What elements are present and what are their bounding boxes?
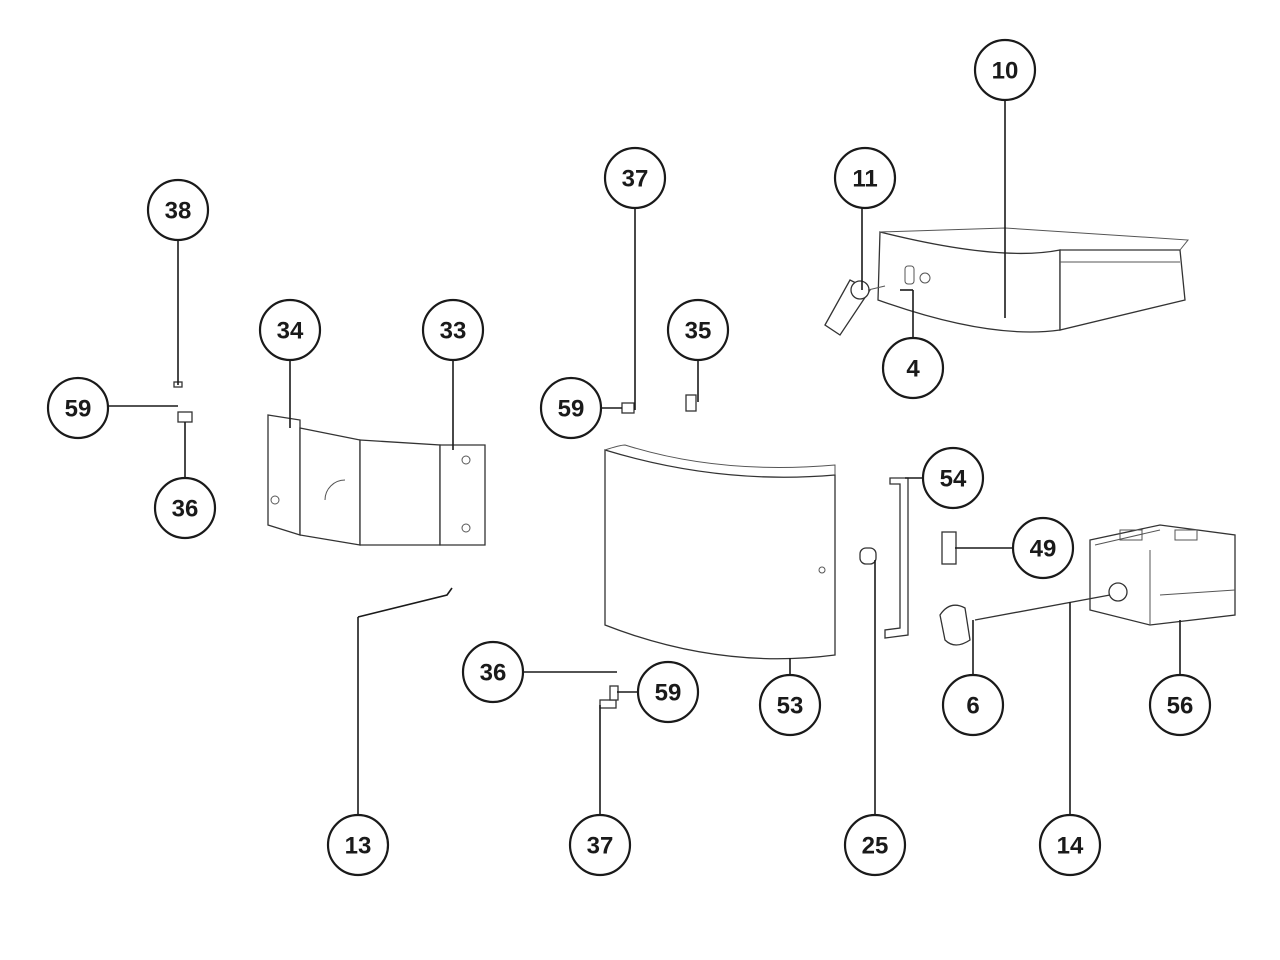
- callout-label: 36: [480, 660, 507, 687]
- callout-11: 11: [833, 146, 897, 210]
- callout-4: 4: [881, 336, 945, 400]
- callout-25: 25: [843, 813, 907, 877]
- leader-lines: [108, 100, 1181, 815]
- callout-label: 13: [345, 833, 372, 860]
- callout-36-left: 36: [153, 476, 217, 540]
- callout-37-bottom: 37: [568, 813, 632, 877]
- callout-label: 35: [685, 318, 712, 345]
- callout-label: 25: [862, 833, 889, 860]
- callout-6: 6: [941, 673, 1005, 737]
- callout-56: 56: [1148, 673, 1212, 737]
- callout-59-left: 59: [46, 376, 110, 440]
- callout-label: 53: [777, 693, 804, 720]
- callout-label: 59: [558, 396, 585, 423]
- callout-label: 4: [906, 356, 920, 383]
- part-13-rod: [357, 587, 453, 618]
- part-49-clip: [941, 531, 957, 565]
- callout-37-top: 37: [603, 146, 667, 210]
- callout-label: 56: [1167, 693, 1194, 720]
- part-54-rail: [884, 477, 909, 639]
- callout-59-bottom: 59: [636, 660, 700, 724]
- callout-label: 33: [440, 318, 467, 345]
- callout-35: 35: [666, 298, 730, 362]
- callout-label: 11: [852, 166, 877, 193]
- callout-label: 54: [940, 466, 967, 493]
- part-25-knob: [859, 547, 877, 565]
- callout-59-mid: 59: [539, 376, 603, 440]
- callout-38: 38: [146, 178, 210, 242]
- callout-label: 37: [587, 833, 614, 860]
- callout-53: 53: [758, 673, 822, 737]
- callout-label: 34: [277, 318, 304, 345]
- callout-34: 34: [258, 298, 322, 362]
- callout-33: 33: [421, 298, 485, 362]
- part-11-handle: [824, 279, 886, 336]
- part-53-door: [604, 444, 836, 660]
- callout-label: 49: [1030, 536, 1057, 563]
- part-34-33-bracket: [267, 414, 486, 546]
- callout-13: 13: [326, 813, 390, 877]
- callout-14: 14: [1038, 813, 1102, 877]
- part-10-tray: [877, 227, 1189, 333]
- callout-label: 10: [992, 58, 1019, 85]
- callout-label: 36: [172, 496, 199, 523]
- callout-10: 10: [973, 38, 1037, 102]
- callout-49: 49: [1011, 516, 1075, 580]
- callout-54: 54: [921, 446, 985, 510]
- part-56-motor: [939, 524, 1236, 646]
- callout-label: 37: [622, 166, 649, 193]
- callout-label: 59: [655, 680, 682, 707]
- callout-label: 6: [966, 693, 979, 720]
- callout-label: 38: [165, 198, 192, 225]
- callout-label: 59: [65, 396, 92, 423]
- callout-36-mid: 36: [461, 640, 525, 704]
- callout-label: 14: [1057, 833, 1084, 860]
